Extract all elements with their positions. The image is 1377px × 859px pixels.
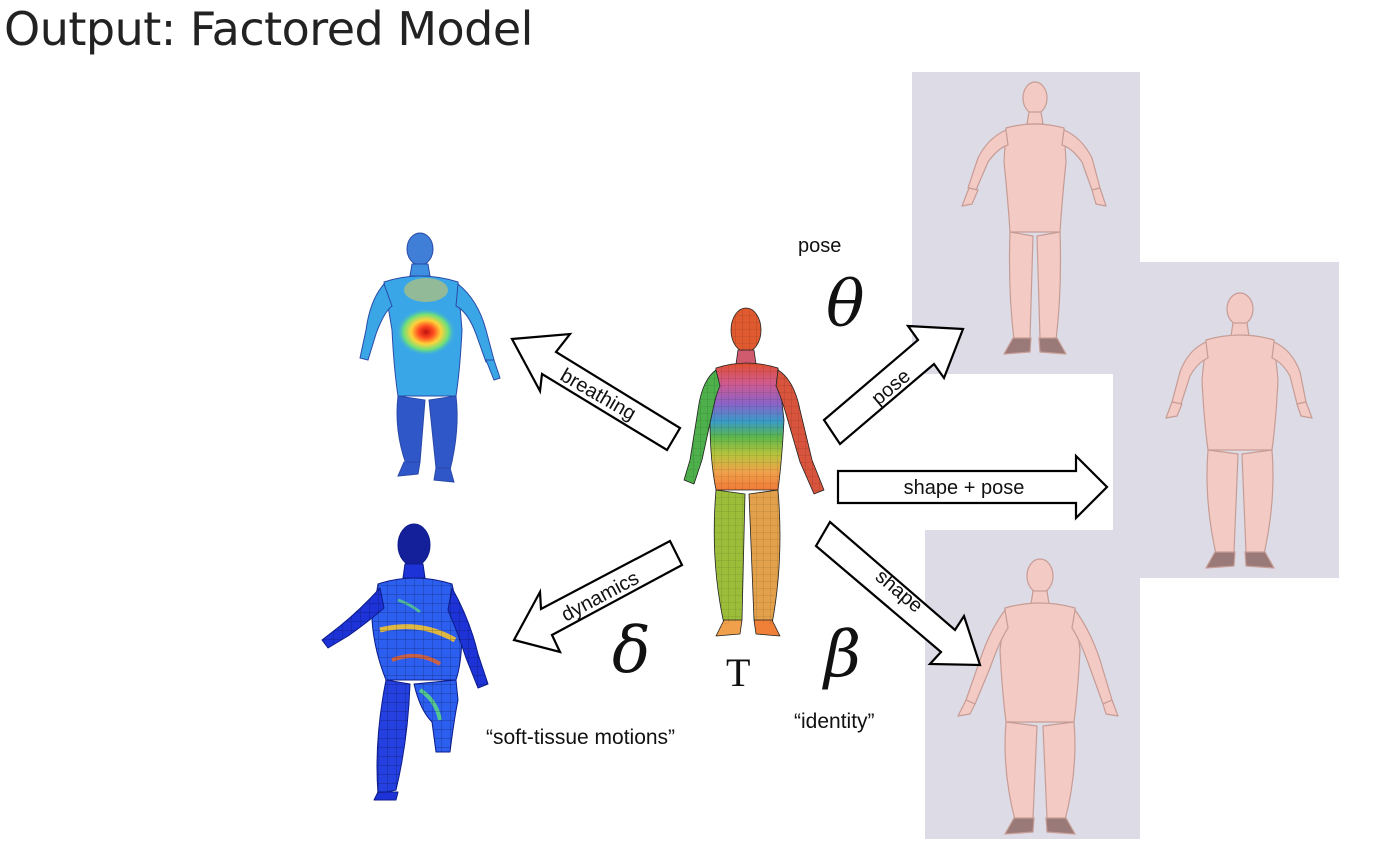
body-template <box>683 307 825 637</box>
theta-symbol: θ <box>826 268 865 342</box>
body-shape <box>957 558 1119 835</box>
arrow-shape-pose <box>836 453 1109 521</box>
pose-parameter-label: pose <box>798 235 841 257</box>
delta-symbol: δ <box>612 614 651 688</box>
arrow-pose <box>822 324 965 446</box>
body-pose <box>961 81 1107 355</box>
beta-symbol: β <box>822 618 861 692</box>
slide-title: Output: Factored Model <box>4 2 533 56</box>
body-shape-pose <box>1165 292 1313 569</box>
body-dynamics <box>321 523 489 801</box>
arrow-dynamics <box>512 539 684 654</box>
soft-tissue-caption: “soft-tissue motions” <box>486 726 675 749</box>
arrow-shape <box>814 520 982 667</box>
identity-caption: “identity” <box>794 710 875 733</box>
arrow-breathing <box>510 332 682 452</box>
arrow-shape-pose-label: shape + pose <box>904 477 1025 499</box>
template-symbol: T <box>726 650 750 695</box>
body-breathing <box>359 232 501 483</box>
